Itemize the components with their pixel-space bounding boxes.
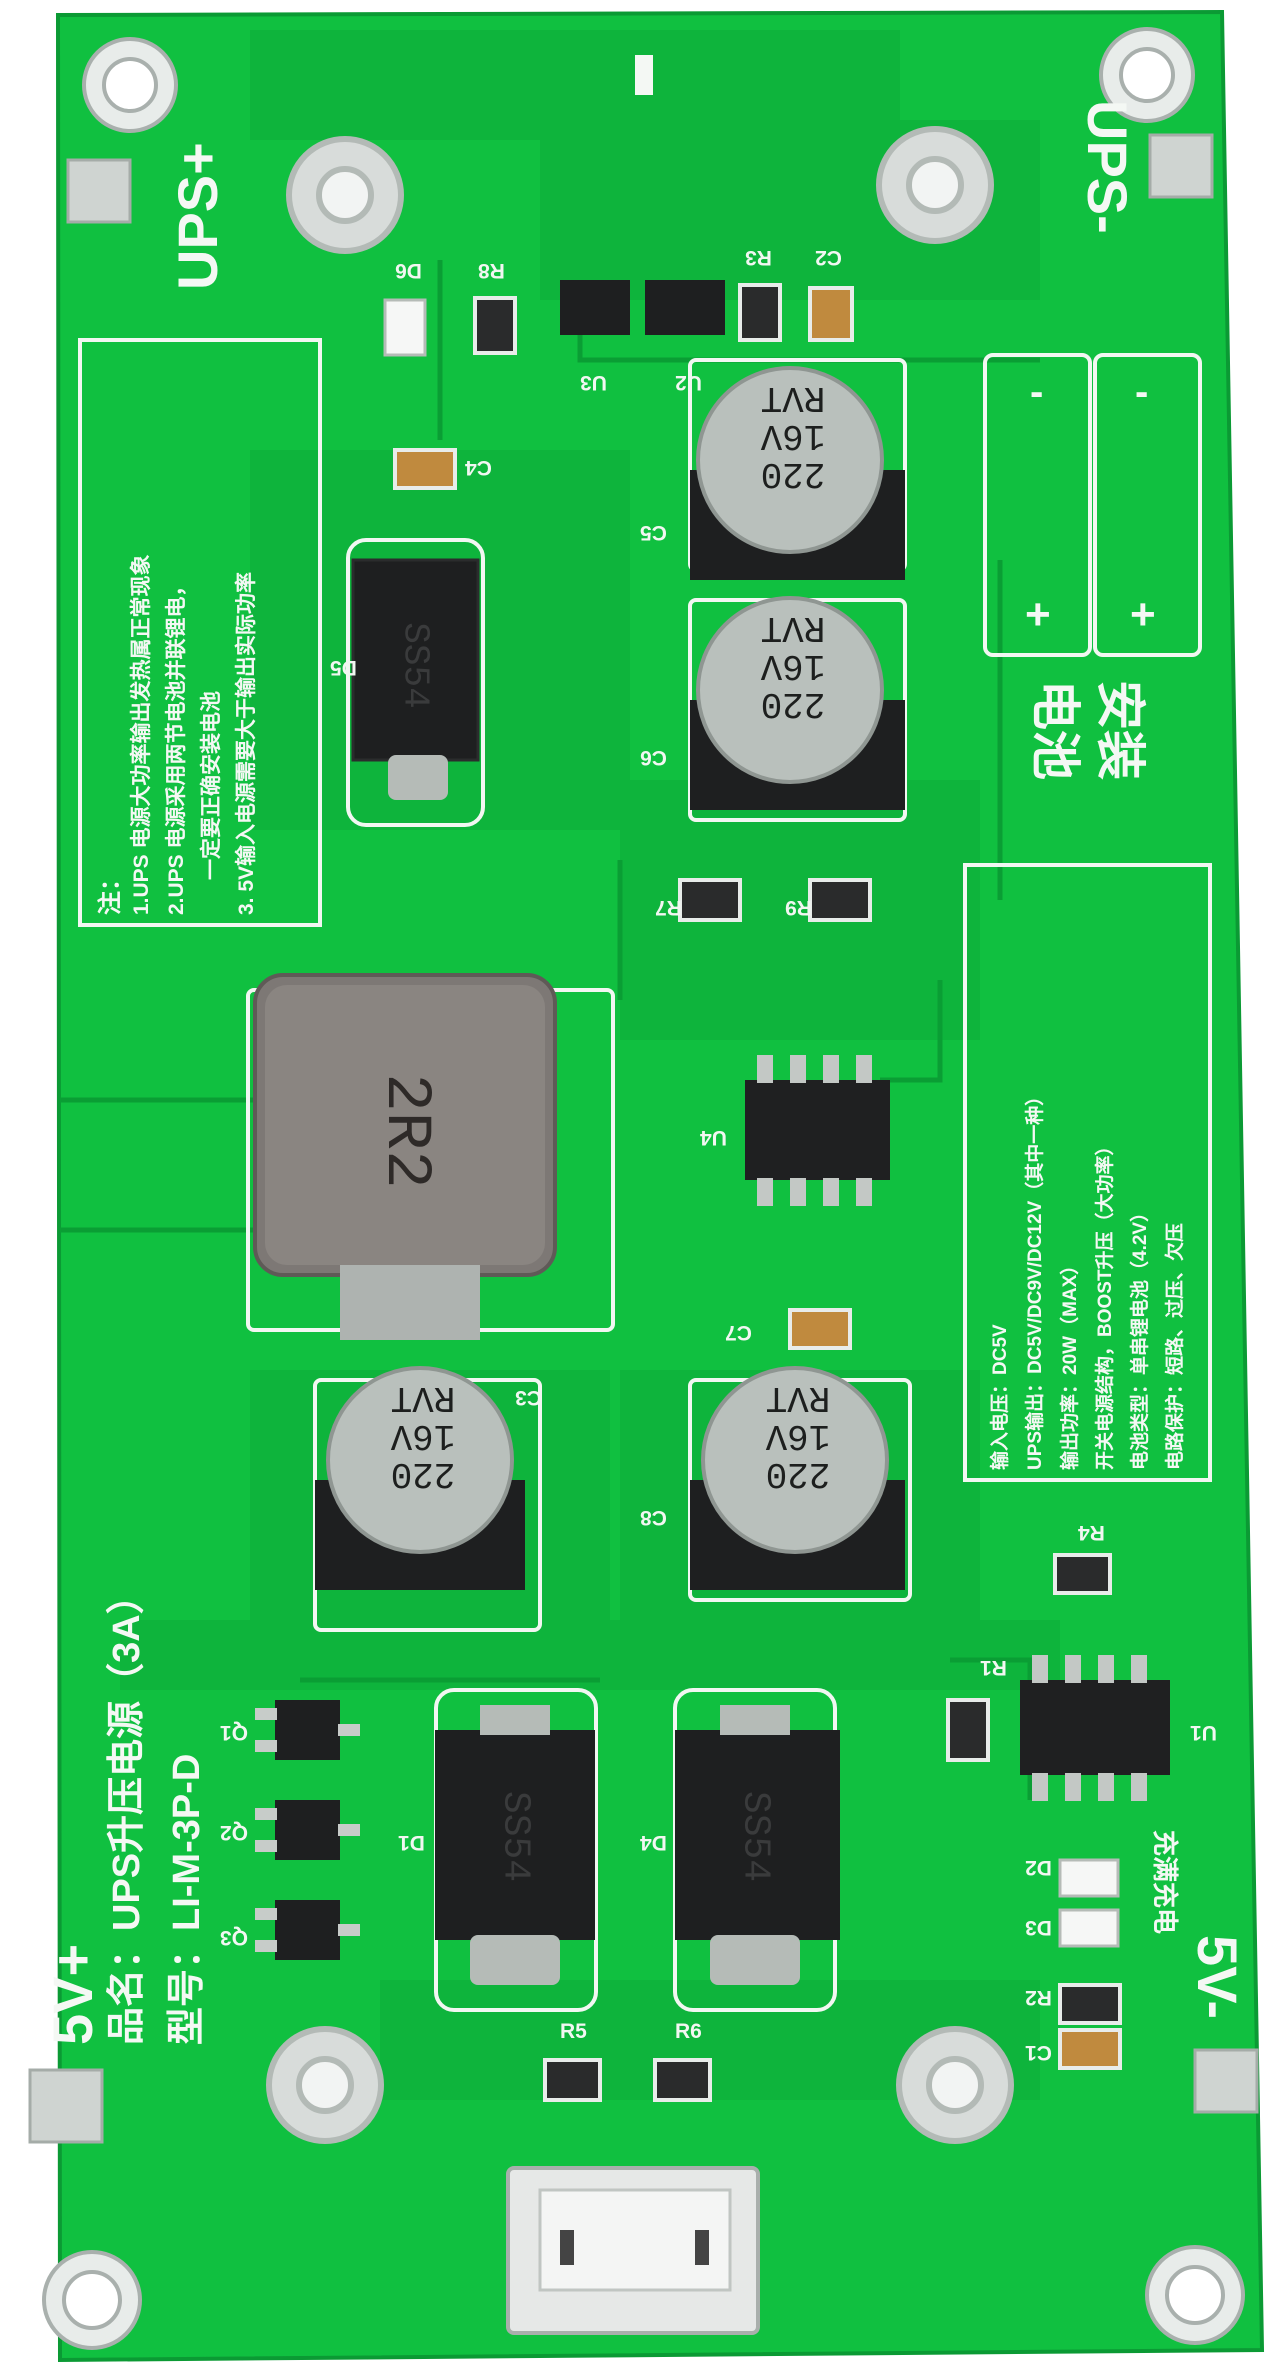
ref-c3: C3	[515, 1386, 542, 1409]
ref-u4: U4	[700, 1126, 727, 1149]
spec-line: 输出功率：20W（MAX）	[1060, 1255, 1081, 1470]
ic-u1	[1020, 1655, 1170, 1801]
ref-d1: D1	[398, 1831, 425, 1854]
battery-install-line2: 安装	[1092, 680, 1148, 780]
battery-outline	[983, 353, 1202, 657]
ref-r5: R5	[560, 2020, 587, 2043]
ref-c2: C2	[815, 246, 842, 269]
ups-plus-label: UPS+	[166, 142, 229, 290]
notes-line: 1.UPS 电源大功率输出发热属正常现象	[130, 554, 153, 915]
inductor-l1	[253, 973, 557, 1340]
ref-r1: R1	[980, 1656, 1007, 1679]
ref-r8: R8	[478, 259, 505, 282]
inductor-marking: 2R2	[369, 1073, 441, 1189]
ref-q1: Q1	[220, 1721, 249, 1744]
ref-q2: Q2	[220, 1821, 249, 1844]
cap-c6-marking: 220 16V RVT	[760, 607, 826, 724]
ref-d4: D4	[640, 1831, 667, 1854]
spec-line: 输入电压：DC5V	[990, 1324, 1011, 1470]
transistors-q	[275, 280, 725, 1960]
usb-connector	[506, 2166, 760, 2335]
ref-d6: D6	[395, 259, 422, 282]
smd-leds	[383, 298, 1120, 1948]
sot-legs	[255, 1708, 360, 1952]
ref-r2: R2	[1025, 1986, 1052, 2009]
ref-c5: C5	[640, 521, 667, 544]
square-pad	[28, 133, 1259, 2144]
battery2-minus: -	[1135, 370, 1149, 414]
ref-c4: C4	[465, 456, 492, 479]
notes-title: 注：	[97, 867, 124, 915]
electrolytic-capacitor	[315, 366, 905, 1590]
ref-c1: C1	[1025, 2041, 1052, 2064]
diode-d5	[351, 558, 480, 800]
slot-mark	[635, 55, 653, 95]
battery2-plus: +	[1130, 590, 1156, 639]
battery1-minus: -	[1030, 370, 1044, 414]
ref-d2: D2	[1025, 1856, 1052, 1879]
diode-d1-marking: SS54	[493, 1790, 537, 1883]
specs-box	[963, 863, 1212, 1482]
ref-d5: D5	[330, 656, 357, 679]
spec-line: UPS输出：DC5V/DC9V/DC12V（其中一种）	[1025, 1086, 1046, 1470]
cap-c3-marking: 220 16V RVT	[390, 1377, 456, 1494]
spec-line: 开关电源结构，BOOST升压（大功率）	[1095, 1136, 1116, 1470]
diode-d4-marking: SS54	[733, 1790, 777, 1883]
notes-line: 3. 5V输入电源需要大于输出实际功率	[235, 571, 258, 915]
ref-c8: C8	[640, 1506, 667, 1529]
ref-c6: C6	[640, 746, 667, 769]
notes-line: 一定要正确安装电池	[200, 691, 223, 880]
ups-minus-label: UPS-	[1076, 100, 1139, 234]
spec-line: 电路保护：短路、过压、欠压	[1165, 1222, 1186, 1470]
ic-u4	[745, 1055, 890, 1206]
screw-pad	[266, 126, 1014, 2144]
diode-d5-marking: SS54	[394, 622, 436, 709]
ref-d3: D3	[1025, 1916, 1052, 1939]
mounting-hole	[42, 27, 1245, 2350]
ref-r6: R6	[675, 2020, 702, 2043]
battery-install-line1: 电池	[1027, 680, 1083, 780]
ref-r7: R7	[655, 896, 682, 919]
ref-u3: U3	[580, 371, 607, 394]
ref-q3: Q3	[220, 1926, 249, 1949]
product-name: 品名：UPS升压电源（3A）	[106, 1576, 148, 2045]
model-number: 型号：LI-M-3P-D	[166, 1753, 208, 2045]
notes-line: 2.UPS 电源采用两节电池并联锂电，	[165, 575, 188, 915]
smd-resistors	[473, 283, 1122, 2102]
diode-d1	[435, 1705, 595, 1985]
ref-u1: U1	[1190, 1721, 1217, 1744]
ref-u2: U2	[675, 371, 702, 394]
ref-r9: R9	[785, 896, 812, 919]
smd-capacitors	[393, 286, 1122, 2070]
battery1-plus: +	[1025, 590, 1051, 639]
ref-c7: C7	[725, 1321, 752, 1344]
ref-r3: R3	[745, 246, 772, 269]
cap-c8-marking: 220 16V RVT	[765, 1377, 831, 1494]
notes-box	[78, 338, 322, 927]
five-v-minus-label: 5V-	[1186, 1935, 1249, 2020]
ref-r4: R4	[1078, 1521, 1105, 1544]
charge-led-label: 充满充电	[1150, 1830, 1180, 1935]
cap-c5-marking: 220 16V RVT	[760, 377, 826, 494]
diode-d4	[675, 1705, 840, 1985]
spec-line: 电池类型：单串锂电池（4.2V）	[1130, 1202, 1151, 1470]
